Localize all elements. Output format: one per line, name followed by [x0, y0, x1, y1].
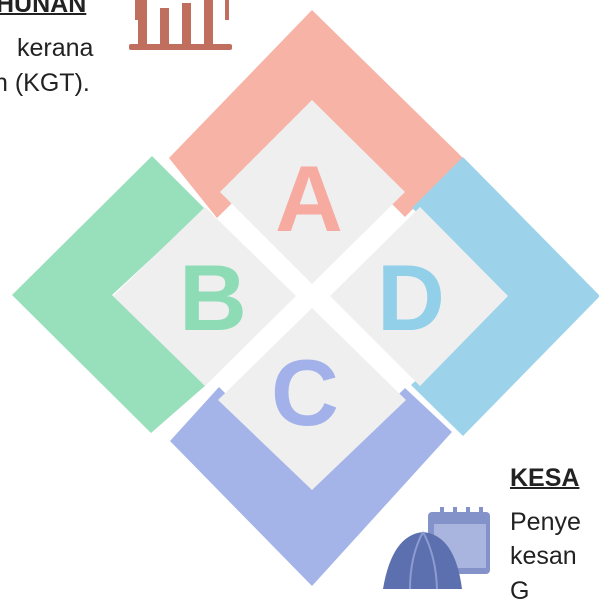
- inner-diamond-b: [113, 207, 296, 386]
- letter-c: C: [271, 340, 339, 445]
- bottom-section-line-3: G: [510, 577, 530, 605]
- quadrant-d: [411, 157, 599, 436]
- letter-d: D: [377, 245, 445, 350]
- diamond-diagram: A B C D: [12, 0, 599, 589]
- inner-diamond-c: [218, 308, 406, 490]
- letter-a: A: [275, 146, 343, 251]
- calendar-umbrella-icon: [383, 507, 490, 589]
- inner-diamond-d: [330, 207, 508, 386]
- quadrant-b: [12, 156, 206, 433]
- bottom-section-line-1: Penye: [510, 508, 581, 536]
- bottom-section-heading: KESA: [510, 464, 580, 492]
- bottom-section-line-2: kesan: [510, 542, 577, 570]
- bar-chart-icon: [129, 0, 232, 50]
- top-section-heading: HUNAN: [0, 0, 87, 18]
- top-section-line-1: kerana: [17, 34, 94, 62]
- letter-b: B: [179, 245, 247, 350]
- inner-diamond-a: [220, 100, 405, 284]
- top-section-line-2: n (KGT).: [0, 69, 90, 97]
